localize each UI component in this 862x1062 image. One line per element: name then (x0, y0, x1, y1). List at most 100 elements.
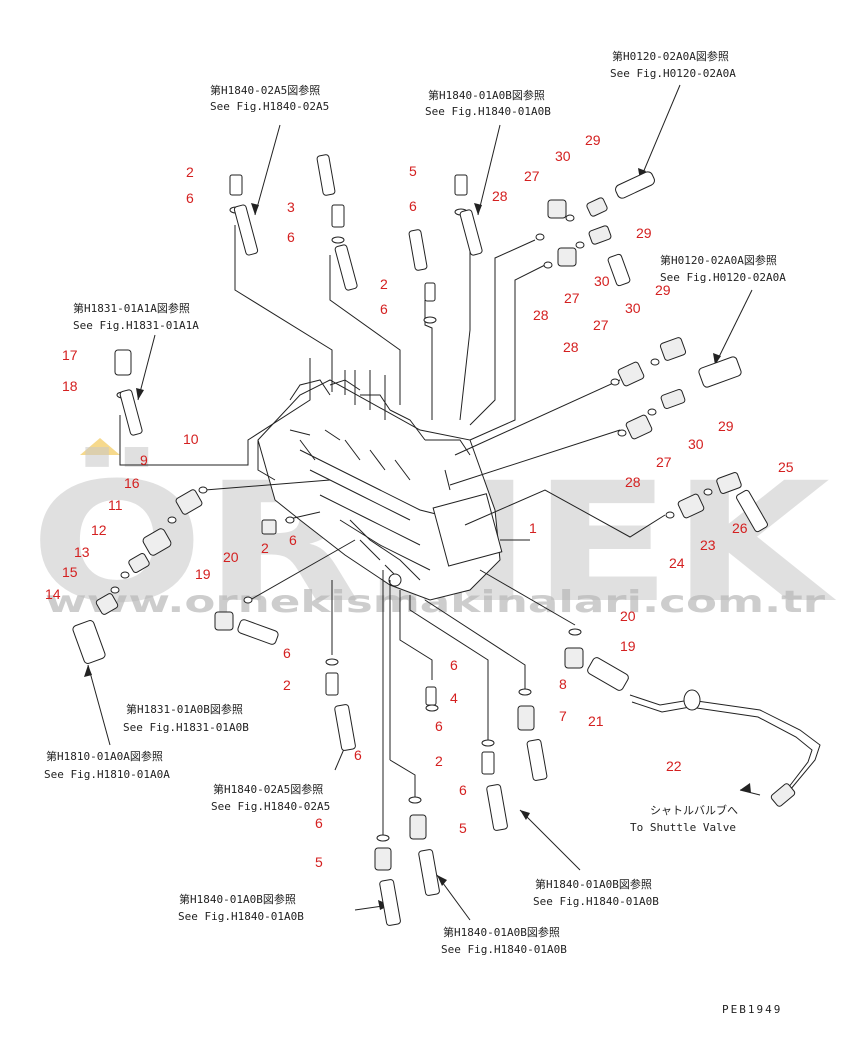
ref-caption-8: 第H1840-01A0B図参照 See Fig.H1840-01A0B (178, 892, 304, 923)
part-callout: 6 (380, 301, 388, 317)
drawing-code: PEB1949 (722, 1003, 782, 1016)
part-callout: 27 (564, 290, 580, 306)
part-callout: 27 (593, 317, 609, 333)
part-callout: 15 (62, 564, 78, 580)
ref-caption-text: 第H0120-02A0A図参照 (660, 253, 777, 267)
ref-caption-2: 第H0120-02A0A図参照 See Fig.H0120-02A0A (610, 49, 736, 80)
part-callout: 6 (435, 718, 443, 734)
part-callout: 28 (492, 188, 508, 204)
part-callout: 29 (585, 132, 601, 148)
ref-caption-text: 第H1840-02A5図参照 (210, 83, 320, 97)
part-callout: 6 (289, 532, 297, 548)
part-callout: 2 (186, 164, 194, 180)
shuttle-valve-note: シャトルバルブへ To Shuttle Valve (630, 803, 738, 834)
part-callout: 29 (636, 225, 652, 241)
part-callout: 5 (315, 854, 323, 870)
ref-caption-7: 第H1840-02A5図参照 See Fig.H1840-02A5 (211, 782, 330, 813)
part-callout: 30 (555, 148, 571, 164)
part-callouts: 2 6 3 6 5 6 28 27 30 29 29 30 27 28 2 6 … (45, 132, 794, 870)
part-callout: 10 (183, 431, 199, 447)
ref-caption-text: 第H1840-01A0B図参照 (179, 892, 296, 906)
ref-caption-4: 第H1831-01A1A図参照 See Fig.H1831-01A1A (73, 301, 199, 332)
part-callout: 2 (435, 753, 443, 769)
part-callout: 1 (529, 520, 537, 536)
ref-caption-text: 第H1840-01A0B図参照 (428, 88, 545, 102)
ref-caption-text: 第H1840-01A0B図参照 (535, 877, 652, 891)
part-callout: 20 (223, 549, 239, 565)
part-callout: 29 (655, 282, 671, 298)
ref-caption-3: 第H0120-02A0A図参照 See Fig.H0120-02A0A (660, 253, 786, 284)
component-parts (72, 154, 821, 926)
part-callout: 29 (718, 418, 734, 434)
part-callout: 30 (688, 436, 704, 452)
part-callout: 6 (459, 782, 467, 798)
ref-caption-text: See Fig.H1810-01A0A (44, 768, 170, 781)
part-callout: 20 (620, 608, 636, 624)
control-valve-body (257, 379, 503, 601)
ref-caption-text: See Fig.H1840-01A0B (441, 943, 567, 956)
part-callout: 28 (533, 307, 549, 323)
part-callout: 12 (91, 522, 107, 538)
part-callout: 9 (140, 452, 148, 468)
ref-caption-text: See Fig.H1840-02A5 (211, 800, 330, 813)
ref-caption-text: See Fig.H0120-02A0A (610, 67, 736, 80)
ref-caption-text: 第H1840-01A0B図参照 (443, 925, 560, 939)
ref-caption-text: 第H1810-01A0A図参照 (46, 749, 163, 763)
ref-caption-text: See Fig.H1840-01A0B (425, 105, 551, 118)
reference-captions: 第H1840-02A5図参照 See Fig.H1840-02A5 第H1840… (44, 49, 786, 956)
part-callout: 25 (778, 459, 794, 475)
part-callout: 7 (559, 708, 567, 724)
ref-caption-10: 第H1840-01A0B図参照 See Fig.H1840-01A0B (533, 877, 659, 908)
ref-caption-1: 第H1840-01A0B図参照 See Fig.H1840-01A0B (425, 88, 551, 118)
part-callout: 5 (409, 163, 417, 179)
part-callout: 30 (625, 300, 641, 316)
part-callout: 2 (380, 276, 388, 292)
part-callout: 6 (354, 747, 362, 763)
ref-caption-9: 第H1840-01A0B図参照 See Fig.H1840-01A0B (441, 925, 567, 956)
ref-caption-5: 第H1831-01A0B図参照 See Fig.H1831-01A0B (123, 702, 249, 734)
ref-caption-text: See Fig.H0120-02A0A (660, 271, 786, 284)
ref-caption-text: See Fig.H1831-01A1A (73, 319, 199, 332)
part-callout: 14 (45, 586, 61, 602)
part-callout: 22 (666, 758, 682, 774)
part-callout: 27 (656, 454, 672, 470)
ref-caption-0: 第H1840-02A5図参照 See Fig.H1840-02A5 (210, 83, 329, 113)
part-callout: 24 (669, 555, 685, 571)
part-callout: 6 (283, 645, 291, 661)
ref-caption-text: See Fig.H1840-01A0B (178, 910, 304, 923)
part-callout: 6 (315, 815, 323, 831)
part-callout: 21 (588, 713, 604, 729)
part-callout: 23 (700, 537, 716, 553)
part-callout: 3 (287, 199, 295, 215)
watermark-accent-mark (80, 438, 120, 455)
ref-caption-text: 第H0120-02A0A図参照 (612, 49, 729, 63)
part-callout: 6 (409, 198, 417, 214)
part-callout: 19 (620, 638, 636, 654)
ref-caption-text: 第H1831-01A0B図参照 (126, 702, 243, 716)
part-callout: 4 (450, 690, 458, 706)
ref-caption-text: 第H1840-02A5図参照 (213, 782, 323, 796)
ref-caption-text: See Fig.H1840-01A0B (533, 895, 659, 908)
ref-caption-6: 第H1810-01A0A図参照 See Fig.H1810-01A0A (44, 749, 170, 781)
part-callout: 6 (450, 657, 458, 673)
ref-caption-text: See Fig.H1840-02A5 (210, 100, 329, 113)
part-callout: 2 (283, 677, 291, 693)
part-callout: 8 (559, 676, 567, 692)
part-callout: 28 (563, 339, 579, 355)
part-callout: 27 (524, 168, 540, 184)
part-callout: 5 (459, 820, 467, 836)
part-callout: 16 (124, 475, 140, 491)
ref-caption-text: To Shuttle Valve (630, 821, 736, 834)
ref-caption-text: 第H1831-01A1A図参照 (73, 301, 190, 315)
part-callout: 2 (261, 540, 269, 556)
part-callout: 13 (74, 544, 90, 560)
ref-caption-text: See Fig.H1831-01A0B (123, 721, 249, 734)
part-callout: 17 (62, 347, 78, 363)
part-callout: 30 (594, 273, 610, 289)
part-callout: 26 (732, 520, 748, 536)
part-callout: 6 (186, 190, 194, 206)
ref-caption-text: シャトルバルブへ (650, 803, 738, 817)
part-callout: 11 (108, 497, 123, 513)
